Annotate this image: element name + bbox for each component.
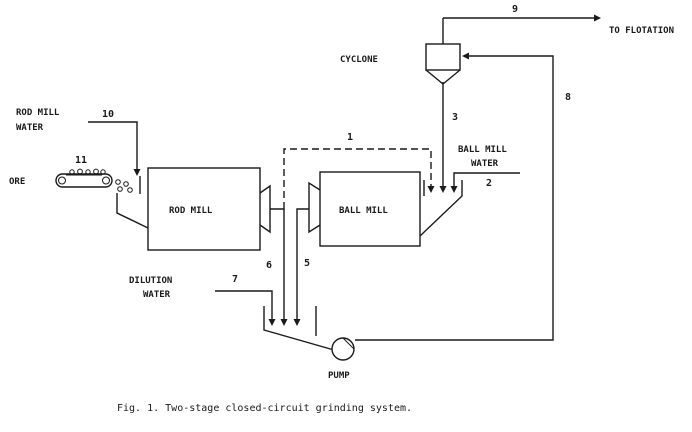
sump — [263, 306, 335, 351]
rod-mill-feed-chute — [116, 193, 149, 229]
cyclone-label: CYCLONE — [340, 55, 378, 65]
ball-mill-water-label-2: WATER — [471, 159, 499, 169]
figure-caption: Fig. 1. Two-stage closed-circuit grindin… — [117, 403, 412, 414]
stream-number-10: 10 — [102, 109, 114, 120]
stream-number-1: 1 — [347, 132, 353, 143]
pump — [331, 337, 355, 361]
dilution-water-label-2: WATER — [143, 290, 171, 300]
rod-mill — [147, 167, 271, 251]
ball-mill-water-label-1: BALL MILL — [458, 145, 507, 155]
rod-mill-label: ROD MILL — [169, 206, 213, 216]
rod-mill-water-label-1: ROD MILL — [16, 108, 60, 118]
ore-conveyor — [55, 168, 113, 188]
stream-3-line — [439, 82, 447, 193]
stream-1-dashed-line — [283, 148, 435, 209]
stream-number-11: 11 — [75, 155, 87, 166]
stream-7-line — [215, 290, 276, 326]
stream-number-6: 6 — [266, 260, 272, 271]
to-flotation-label: TO FLOTATION — [609, 26, 674, 36]
stream-number-8: 8 — [565, 92, 571, 103]
stream-number-5: 5 — [304, 258, 310, 269]
ball-mill-label: BALL MILL — [339, 206, 388, 216]
stream-number-2: 2 — [486, 178, 492, 189]
ball-mill-feed-box — [419, 180, 463, 237]
stream-10-line — [88, 121, 141, 176]
stream-number-9: 9 — [512, 4, 518, 15]
stream-5-line — [293, 208, 309, 326]
ball-mill — [308, 171, 421, 247]
stream-2-line — [450, 172, 520, 193]
stream-number-7: 7 — [232, 274, 238, 285]
ore-falling-lumps — [115, 179, 133, 193]
stream-9-line — [443, 14, 601, 22]
cyclone — [425, 18, 461, 85]
ore-label: ORE — [9, 177, 25, 187]
rod-mill-water-label-2: WATER — [16, 123, 44, 133]
pump-label: PUMP — [328, 371, 350, 381]
dilution-water-label-1: DILUTION — [129, 276, 172, 286]
stream-8-line — [355, 52, 554, 341]
stream-number-3: 3 — [452, 112, 458, 123]
